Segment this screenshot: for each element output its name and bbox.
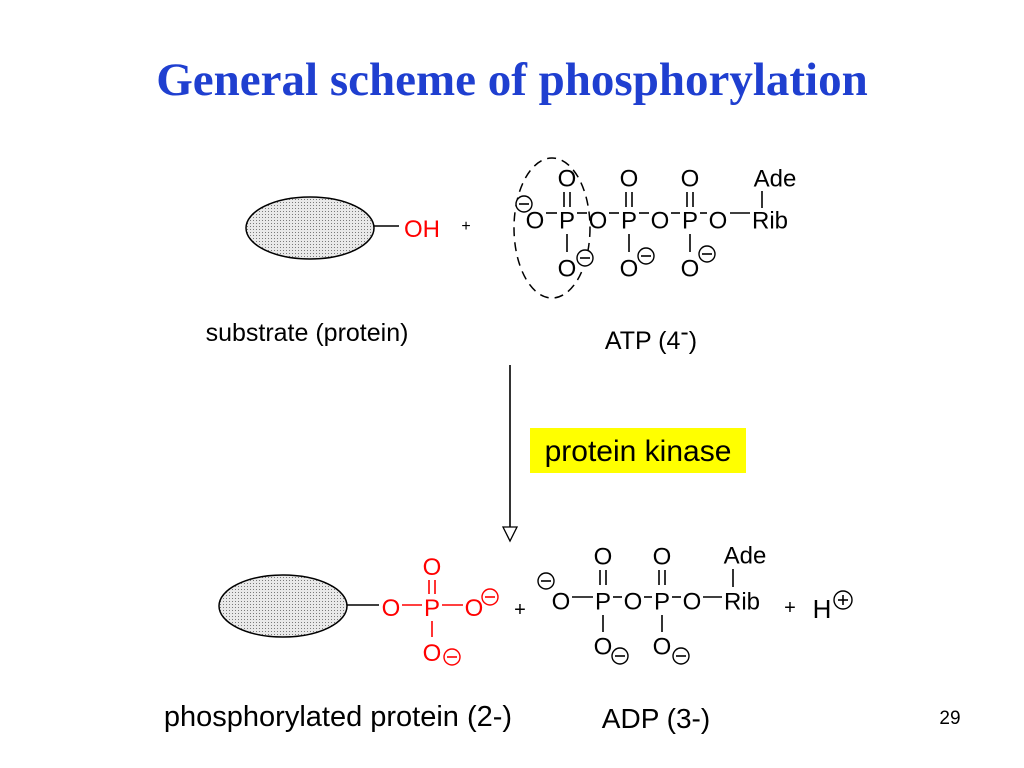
negative-charge-icon — [515, 195, 533, 213]
adp-phosphorus: P — [654, 589, 670, 616]
phosphate-top-oxygen: O — [423, 554, 442, 581]
atp-phosphorus: P — [682, 208, 698, 235]
reactant-plus-sign: + — [461, 218, 470, 235]
atp-ribose-label: Rib — [752, 208, 788, 235]
atp-ester-oxygen: O — [709, 208, 728, 235]
atp-adenine-label: Ade — [754, 166, 797, 193]
down-arrow-icon — [501, 365, 519, 543]
phosphate-phosphorus: P — [424, 595, 440, 622]
product-plus-sign: + — [514, 599, 526, 621]
enzyme-label: protein kinase — [545, 435, 732, 468]
substrate-protein: OH — [245, 196, 440, 260]
adp-bottom-oxygen: O — [653, 634, 672, 661]
atp-bottom-oxygen: O — [620, 256, 639, 283]
adp-ester-oxygen: O — [683, 589, 702, 616]
negative-charge-icon — [537, 572, 555, 590]
atp-top-oxygen: O — [620, 166, 639, 193]
adp-top-oxygen: O — [653, 544, 672, 571]
negative-charge-icon — [443, 648, 461, 666]
atp-label: ATP (4-) — [605, 318, 697, 355]
adp-ribose-label: Rib — [724, 589, 760, 616]
phosphorylated-protein-label: phosphorylated protein (2-) — [164, 701, 512, 733]
protein-ellipse — [245, 196, 375, 260]
substrate-label: substrate (protein) — [206, 319, 409, 347]
adp-terminal-oxygen: O — [552, 589, 571, 616]
adp-adenine-label: Ade — [724, 543, 767, 570]
transferred-phosphate-outline — [513, 157, 591, 299]
arrow-head — [501, 526, 519, 543]
atp-structure: O O O Ade O P O P O P O Rib O O O — [513, 157, 797, 299]
negative-charge-icon — [637, 247, 655, 265]
atp-phosphorus: P — [621, 208, 637, 235]
phosphate-ester-oxygen: O — [382, 595, 401, 622]
atp-bridge-oxygen: O — [651, 208, 670, 235]
atp-bottom-oxygen: O — [681, 256, 700, 283]
negative-charge-icon — [481, 588, 499, 606]
proton: H — [813, 590, 853, 624]
negative-charge-icon — [576, 249, 594, 267]
protein-ellipse — [218, 574, 348, 638]
negative-charge-icon — [611, 647, 629, 665]
atp-bridge-oxygen: O — [589, 208, 608, 235]
adp-label: ADP (3-) — [602, 703, 710, 734]
adp-bridge-oxygen: O — [624, 589, 643, 616]
atp-terminal-oxygen: O — [526, 208, 545, 235]
adp-structure: O O Ade O P O P O Rib O O — [537, 543, 767, 665]
adp-top-oxygen: O — [594, 544, 613, 571]
atp-top-oxygen: O — [558, 166, 577, 193]
adp-phosphorus: P — [595, 589, 611, 616]
phosphate-oxygen: O — [465, 595, 484, 622]
page-number: 29 — [939, 708, 960, 729]
hydroxyl-group: OH — [404, 216, 440, 243]
product-plus-sign: + — [784, 597, 796, 619]
negative-charge-icon — [698, 245, 716, 263]
atp-label-charge: - — [680, 318, 688, 346]
atp-label-text: ATP (4 — [605, 327, 681, 355]
positive-charge-icon — [833, 590, 853, 610]
negative-charge-icon — [672, 647, 690, 665]
enzyme-box: protein kinase — [530, 428, 746, 473]
phosphorylated-protein: O P O O O — [218, 554, 499, 667]
atp-top-oxygen: O — [681, 166, 700, 193]
phosphate-bottom-oxygen: O — [423, 640, 442, 667]
atp-phosphorus: P — [559, 208, 575, 235]
adp-bottom-oxygen: O — [594, 634, 613, 661]
proton-symbol: H — [813, 594, 832, 624]
atp-label-close: ) — [689, 327, 697, 355]
atp-bottom-oxygen: O — [558, 256, 577, 283]
slide-title: General scheme of phosphorylation — [156, 54, 868, 106]
enzyme-highlight — [530, 428, 746, 473]
